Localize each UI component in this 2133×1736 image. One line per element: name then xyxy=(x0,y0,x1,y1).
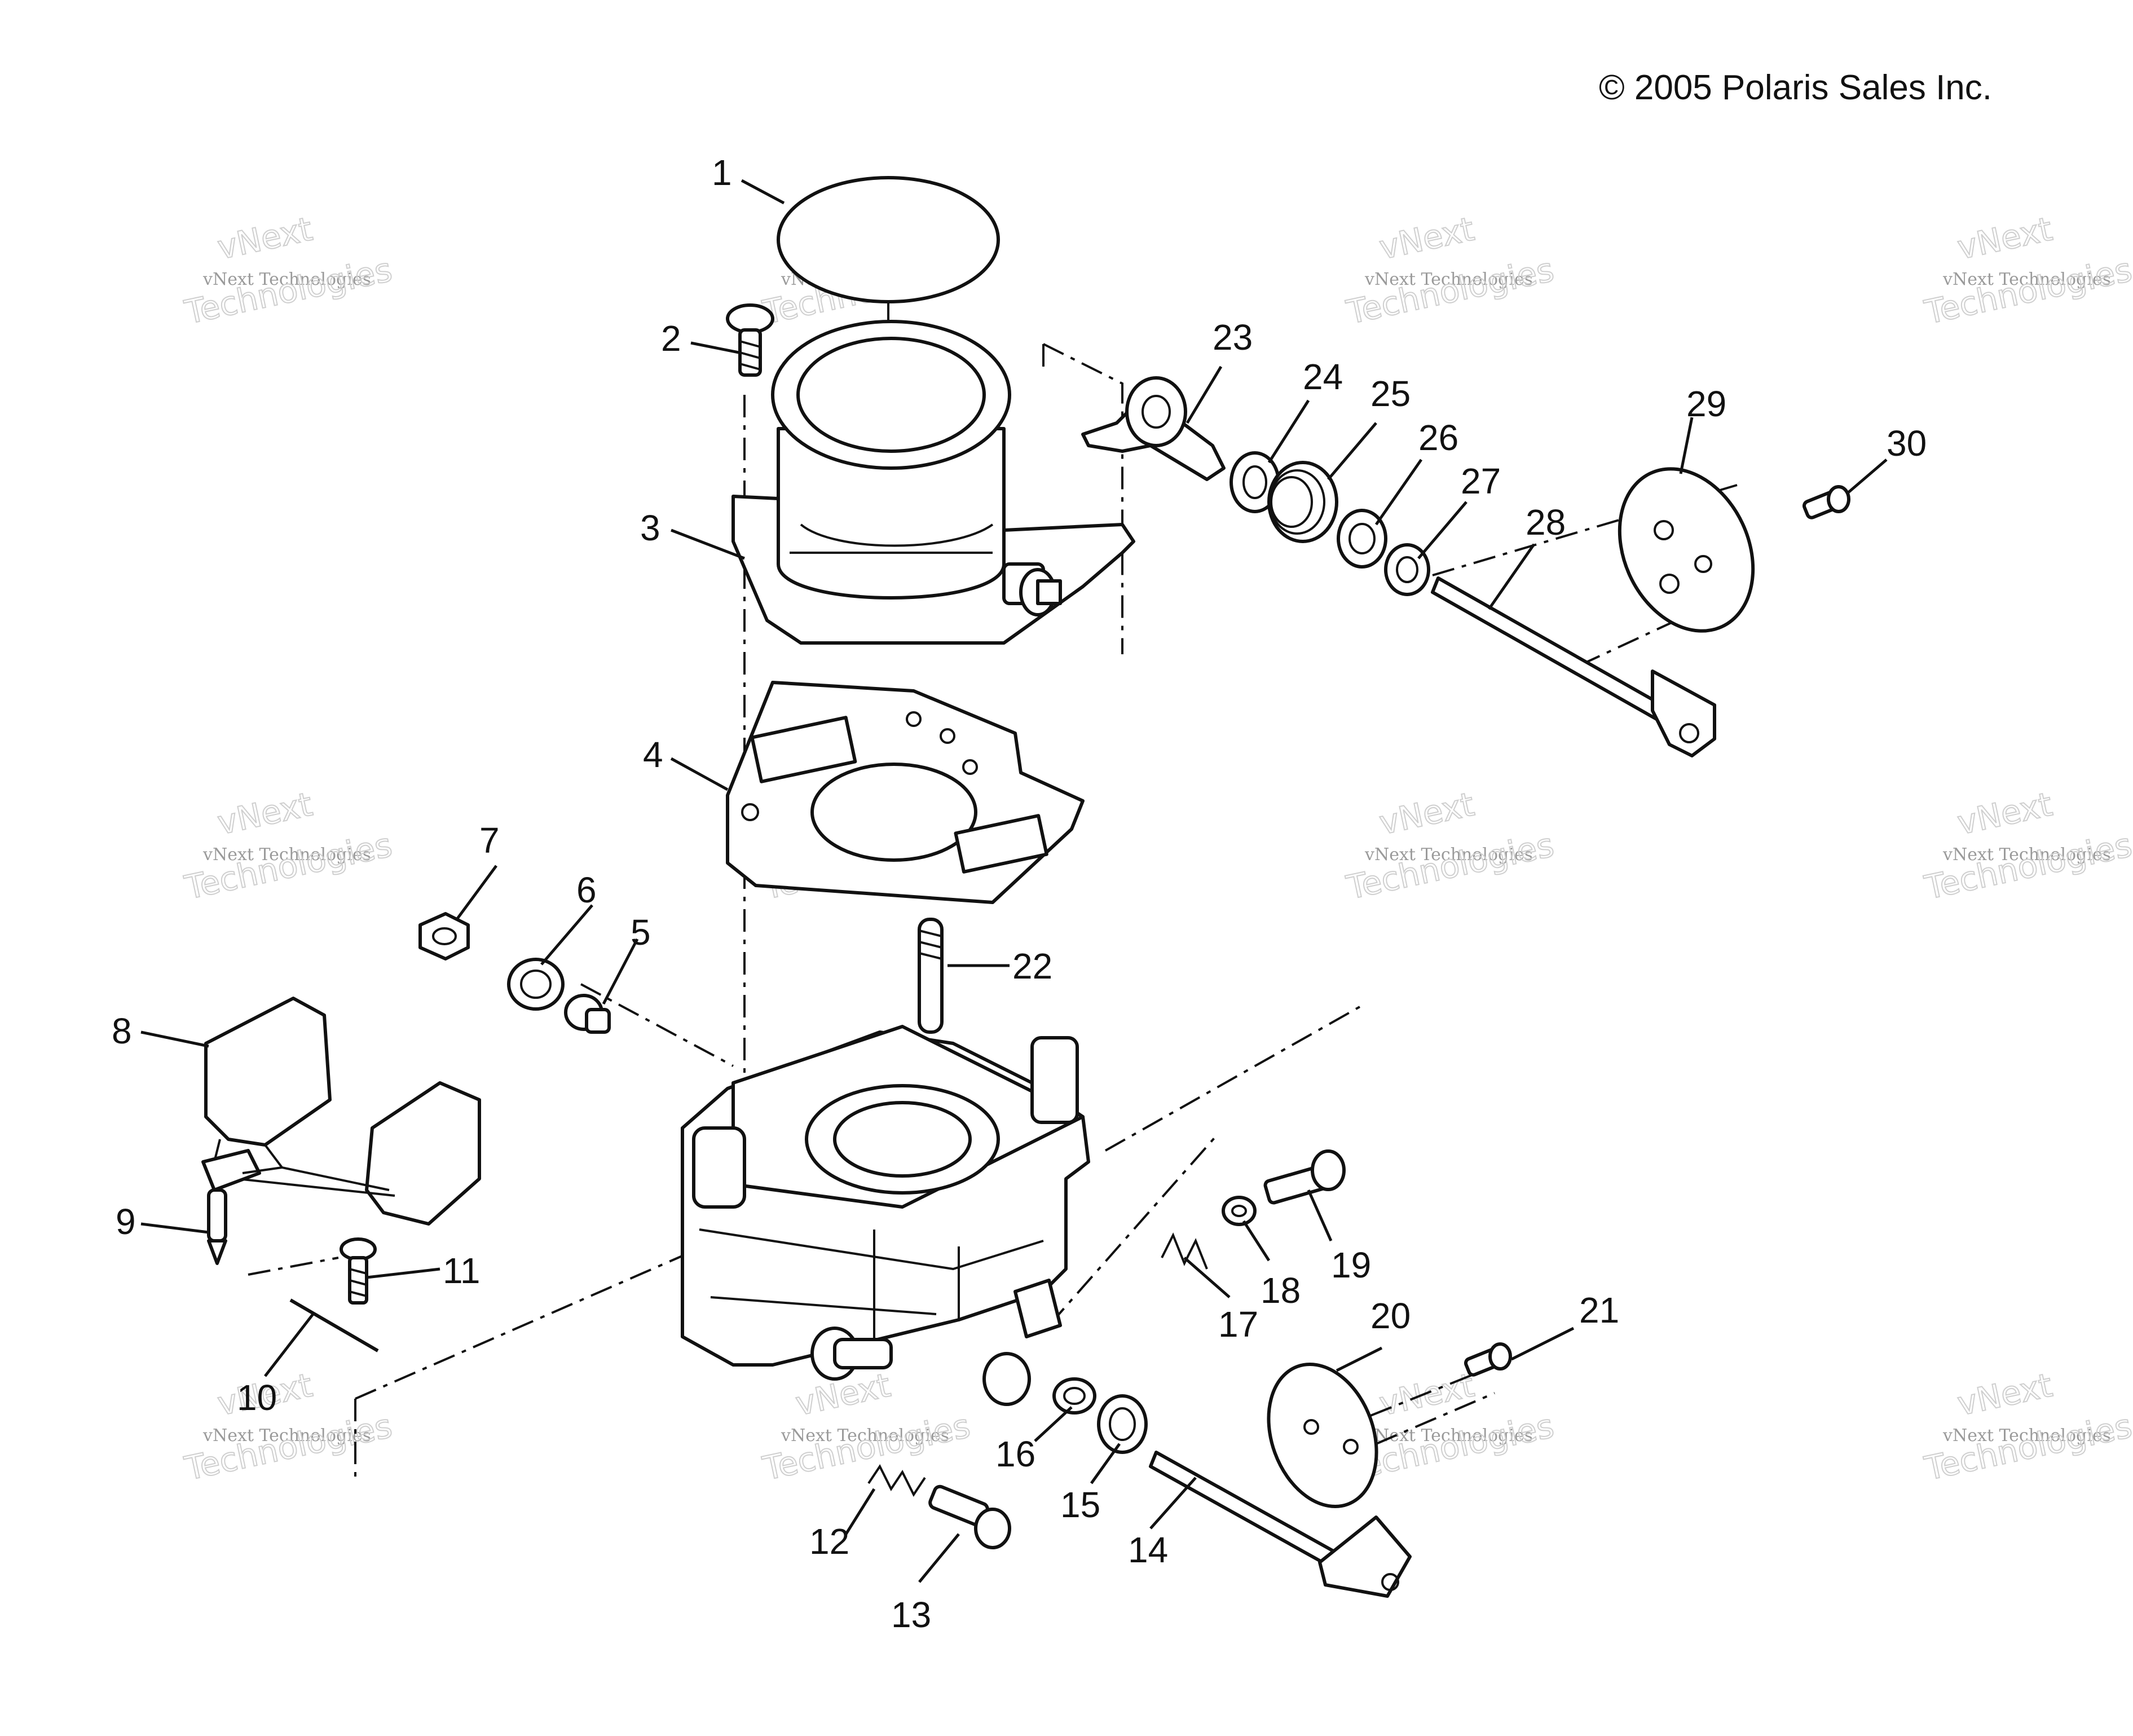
watermark-technologies: Technologies xyxy=(759,1407,973,1488)
watermark-text: vNext Technologies xyxy=(202,845,371,865)
watermark-text: vNext Technologies xyxy=(202,1426,371,1446)
watermark: vNext vNext Technologies Technologies xyxy=(1342,785,1558,907)
watermark: vNext vNext Technologies Technologies xyxy=(1920,1365,2133,1488)
part-23-lever xyxy=(1081,376,1226,481)
callout-23: 23 xyxy=(1213,317,1253,358)
part-17-spring xyxy=(1161,1232,1208,1270)
part-18-washer xyxy=(1222,1196,1257,1226)
watermark-vnext: vNext xyxy=(1376,210,1478,267)
watermark: vNext vNext Technologies Technologies xyxy=(180,785,396,907)
part-28-shaft xyxy=(1431,576,1716,757)
watermark-vnext: vNext xyxy=(214,210,316,267)
watermark-text: vNext Technologies xyxy=(781,1426,949,1446)
callout-25: 25 xyxy=(1370,373,1411,414)
watermark-text: vNext Technologies xyxy=(202,270,371,289)
carburetor-main-body xyxy=(681,1025,1090,1406)
callout-27: 27 xyxy=(1461,461,1501,501)
callout-24: 24 xyxy=(1303,356,1343,397)
part-7-nut xyxy=(418,912,470,960)
callout-11: 11 xyxy=(443,1250,480,1291)
watermark-vnext: vNext xyxy=(1376,1366,1478,1424)
callout-15: 15 xyxy=(1060,1484,1100,1525)
part-3-top-body xyxy=(731,320,1135,645)
part-2-screw xyxy=(726,303,774,377)
watermark-technologies: Technologies xyxy=(181,826,395,907)
watermark-technologies: Technologies xyxy=(1343,250,1557,332)
part-22-pin xyxy=(918,918,944,1034)
part-26-washer xyxy=(1337,509,1387,569)
callout-13: 13 xyxy=(891,1594,931,1635)
part-25-spring xyxy=(1267,461,1338,543)
part-19-bolt xyxy=(1263,1149,1346,1205)
callout-4: 4 xyxy=(643,734,663,775)
watermark: vNext vNext Technologies Technologies xyxy=(759,1365,974,1488)
callout-20: 20 xyxy=(1370,1296,1411,1336)
part-11-screw xyxy=(340,1237,377,1305)
leader-lines xyxy=(140,179,1888,1583)
watermark-vnext: vNext xyxy=(214,785,316,843)
watermark-vnext: vNext xyxy=(1954,785,2056,843)
watermark-technologies: Technologies xyxy=(1921,250,2133,332)
part-15-seal xyxy=(1097,1394,1148,1454)
watermark-vnext: vNext xyxy=(1954,210,2056,267)
part-1-cap xyxy=(777,176,1000,303)
watermark-technologies: Technologies xyxy=(1343,826,1557,907)
callout-26: 26 xyxy=(1418,417,1458,458)
part-13-screw xyxy=(928,1484,1011,1549)
watermark-text: vNext Technologies xyxy=(1942,1426,2111,1446)
callout-1: 1 xyxy=(712,152,732,193)
callout-29: 29 xyxy=(1686,384,1726,424)
part-10-float-pin xyxy=(289,1298,379,1352)
part-9-needle-valve xyxy=(207,1188,227,1265)
part-14-shaft xyxy=(1149,1451,1412,1598)
watermark: vNext vNext Technologies Technologies xyxy=(1342,209,1558,332)
callout-21: 21 xyxy=(1579,1290,1619,1330)
part-12-spring xyxy=(867,1464,926,1497)
callout-16: 16 xyxy=(995,1434,1035,1474)
watermark-text: vNext Technologies xyxy=(1942,270,2111,289)
watermark-text: vNext Technologies xyxy=(1364,845,1533,865)
part-6-washer xyxy=(507,958,565,1011)
callout-17: 17 xyxy=(1218,1304,1258,1345)
watermark-text: vNext Technologies xyxy=(1942,845,2111,865)
callout-9: 9 xyxy=(116,1201,136,1242)
part-29-throttle-plate xyxy=(1618,467,1755,633)
copyright-notice: © 2005 Polaris Sales Inc. xyxy=(1598,68,1992,107)
watermark-technologies: Technologies xyxy=(1921,826,2133,907)
part-5-plug xyxy=(564,994,611,1034)
callout-2: 2 xyxy=(661,318,681,359)
watermark-vnext: vNext xyxy=(1954,1366,2056,1424)
part-4-gasket xyxy=(726,681,1085,904)
watermark-technologies: Technologies xyxy=(181,250,395,332)
callout-8: 8 xyxy=(112,1011,132,1051)
callout-19: 19 xyxy=(1331,1245,1371,1285)
callout-30: 30 xyxy=(1887,423,1927,464)
callout-28: 28 xyxy=(1526,502,1566,543)
part-21-screw xyxy=(1464,1342,1512,1377)
callout-14: 14 xyxy=(1128,1530,1168,1570)
watermark: vNext vNext Technologies Technologies xyxy=(1920,785,2133,907)
part-8-float xyxy=(201,997,481,1226)
callout-22: 22 xyxy=(1012,946,1052,986)
callouts: 1 2 3 4 5 6 7 8 9 10 11 12 13 14 15 16 1… xyxy=(112,152,1927,1635)
watermark-text: vNext Technologies xyxy=(1364,270,1533,289)
callout-18: 18 xyxy=(1261,1270,1301,1311)
watermark: vNext vNext Technologies Technologies xyxy=(180,209,396,332)
callout-12: 12 xyxy=(809,1521,849,1562)
callout-6: 6 xyxy=(576,870,597,910)
watermark: vNext vNext Technologies Technologies xyxy=(180,1365,396,1488)
part-20-throttle-plate xyxy=(1267,1363,1378,1508)
callout-5: 5 xyxy=(631,912,651,953)
callout-10: 10 xyxy=(237,1377,277,1418)
callout-7: 7 xyxy=(479,820,500,861)
callout-3: 3 xyxy=(640,508,660,548)
part-16-washer xyxy=(1052,1377,1096,1415)
watermark-technologies: Technologies xyxy=(1921,1407,2133,1488)
watermark-vnext: vNext xyxy=(1376,785,1478,843)
watermark: vNext vNext Technologies Technologies xyxy=(1920,209,2133,332)
watermark-technologies: Technologies xyxy=(181,1407,395,1488)
part-30-screw xyxy=(1802,485,1850,519)
